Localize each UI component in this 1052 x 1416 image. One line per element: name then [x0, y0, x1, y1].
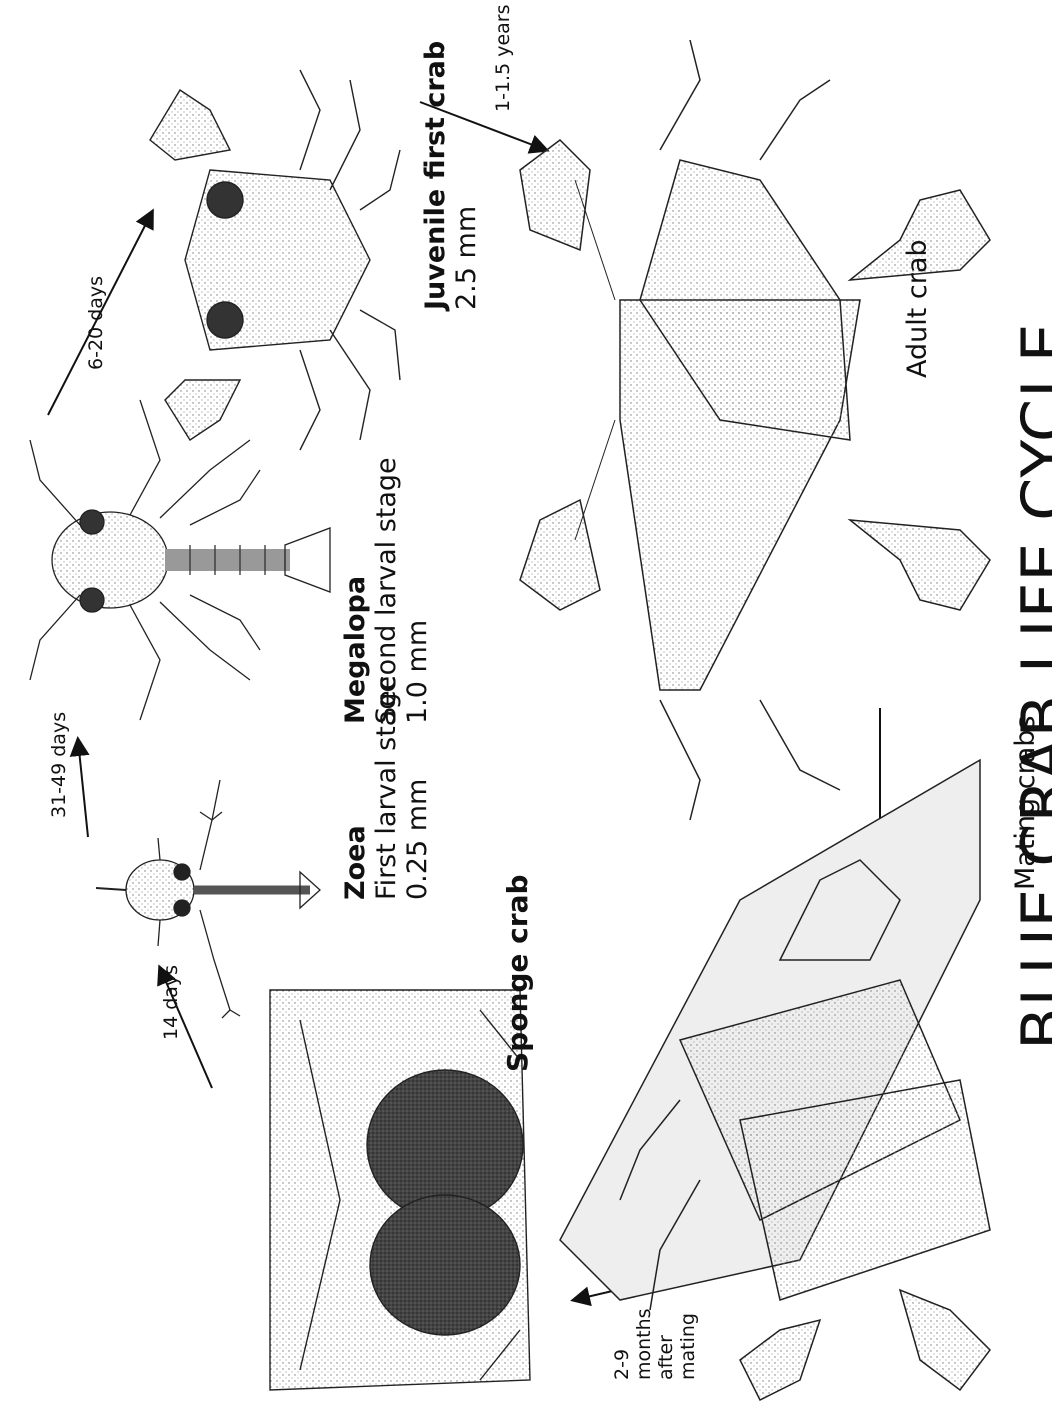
- arrow-zoea-to-megalopa: [78, 740, 88, 837]
- megalopa-name: Megalopa: [340, 457, 371, 724]
- adult-crab-illustration: [520, 40, 990, 820]
- juvenile-crab-illustration: [150, 70, 400, 450]
- mating-crabs-illustration: [560, 760, 990, 1400]
- duration-mating-to-sponge: 2-9 months after mating: [612, 1308, 699, 1380]
- sponge-crab-illustration: [270, 990, 530, 1390]
- duration-mating-line-1: 2-9: [612, 1308, 634, 1380]
- duration-mating-line-2: months: [634, 1308, 656, 1380]
- megalopa-size: 1.0 mm: [402, 457, 433, 724]
- duration-sponge-to-zoea: 14 days: [160, 965, 182, 1040]
- megalopa-description: Second larval stage: [371, 457, 402, 724]
- duration-zoea-to-megalopa: 31-49 days: [48, 712, 70, 818]
- sponge-label: Sponge crab: [502, 874, 534, 1072]
- megalopa-illustration: [30, 400, 330, 720]
- page-title: BLUE CRAB LIFE CYCLE: [1008, 322, 1052, 1050]
- duration-mating-line-3: after: [656, 1308, 678, 1380]
- juvenile-name: Juvenile first crab: [420, 41, 451, 310]
- juvenile-label: Juvenile first crab 2.5 mm: [420, 41, 482, 310]
- duration-juvenile-to-adult: 1-1.5 years: [492, 5, 514, 113]
- adult-label: Adult crab: [902, 239, 933, 378]
- juvenile-size: 2.5 mm: [451, 41, 482, 310]
- mating-label: Mating crabs: [1010, 716, 1041, 890]
- zoea-illustration: [96, 780, 320, 1018]
- duration-mating-line-4: mating: [678, 1308, 700, 1380]
- duration-megalopa-to-juvenile: 6-20 days: [85, 276, 107, 370]
- megalopa-label: Megalopa Second larval stage 1.0 mm: [340, 457, 433, 724]
